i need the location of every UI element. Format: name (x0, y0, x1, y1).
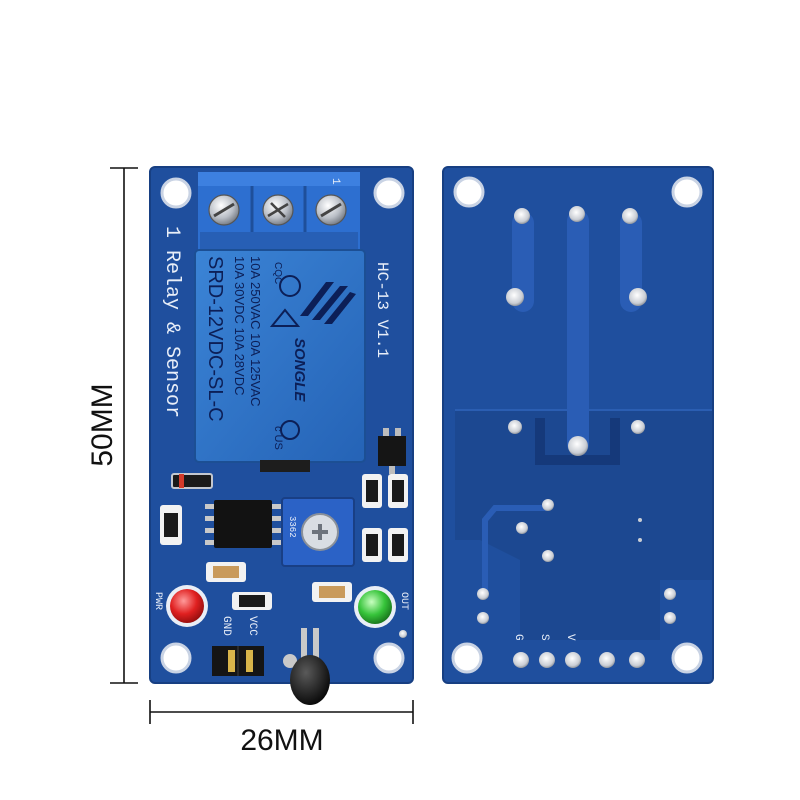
cqc-logo-icon (279, 275, 301, 297)
height-label: 50MM (86, 383, 119, 466)
mounting-hole (160, 642, 192, 674)
out-label: OUT (398, 592, 409, 610)
output-led (354, 586, 396, 628)
mounting-hole (671, 176, 703, 208)
smd-capacitor (312, 582, 352, 602)
diode (171, 473, 213, 489)
cqc-mark: CQC (272, 262, 283, 284)
pin-label-s: S (538, 634, 550, 641)
mounting-hole (451, 642, 483, 674)
smd-resistor (232, 592, 272, 610)
op-amp-chip (205, 500, 281, 548)
pwr-label: PWR (152, 592, 163, 610)
relay-rating-2: 10A 30VDC 10A 28VDC (232, 256, 247, 395)
mounting-hole (453, 176, 485, 208)
flame-sensor (283, 628, 330, 705)
smd-capacitor (362, 474, 382, 508)
smd-resistor (362, 528, 382, 562)
back-board: G S V (442, 166, 714, 684)
mounting-hole (373, 177, 405, 209)
gnd-label: GND (220, 616, 232, 636)
smd-resistor (388, 528, 408, 562)
transistor (378, 428, 406, 474)
front-board: 1 1 Relay & Sensor 10A 250VAC 10A 125VAC… (149, 166, 414, 705)
pin-label-g: G (512, 634, 524, 641)
header-pads (513, 652, 645, 668)
pin-header[interactable] (212, 646, 264, 676)
relay-model: SRD-12VDC-SL-C (204, 256, 226, 422)
relay: 10A 250VAC 10A 125VAC 10A 30VDC 10A 28VD… (194, 249, 366, 472)
model-label: HC-13 V1.1 (373, 262, 391, 358)
relay-rating-1: 10A 250VAC 10A 125VAC (248, 256, 263, 407)
potentiometer[interactable]: 3362 (281, 497, 355, 567)
smd-resistor (160, 505, 182, 545)
relay-brand: SONGLE (291, 338, 308, 402)
width-label: 26MM (240, 724, 323, 757)
solder-pads (477, 206, 676, 624)
mounting-hole (671, 642, 703, 674)
via-icon (399, 630, 407, 638)
terminal-pin-label: 1 (329, 178, 341, 185)
warning-triangle-icon (269, 308, 301, 327)
board-title: 1 Relay & Sensor (160, 226, 183, 418)
smd-capacitor (388, 474, 408, 508)
ul-logo-icon (280, 420, 300, 440)
mounting-hole (373, 642, 405, 674)
songle-logo-icon (300, 282, 356, 324)
mounting-hole (160, 177, 192, 209)
vcc-label: VCC (246, 616, 258, 636)
ul-mark: c US (272, 426, 284, 450)
power-led (166, 585, 208, 627)
height-dimension: 50MM (86, 167, 138, 684)
pin-label-v: V (564, 634, 576, 641)
smd-capacitor (206, 562, 246, 582)
pot-label: 3362 (287, 516, 297, 538)
screw-terminal: 1 (198, 172, 360, 256)
width-dimension: 26MM (149, 700, 414, 757)
